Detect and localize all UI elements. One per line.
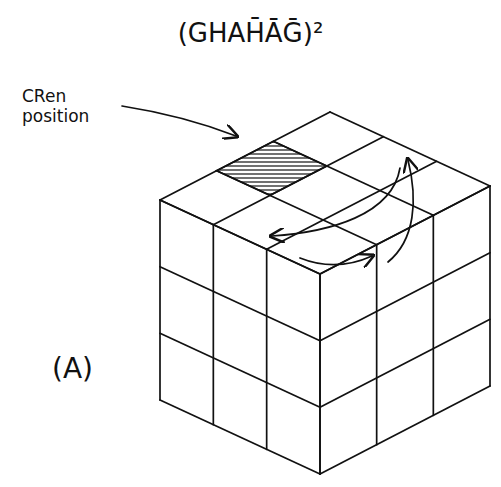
cube-edge xyxy=(266,249,268,449)
cube-edge xyxy=(212,225,214,425)
cube-edge xyxy=(159,200,161,400)
callout-label: CRen position xyxy=(22,86,114,127)
cube-edge xyxy=(330,112,490,186)
cube-edge xyxy=(319,274,321,474)
cube-edge xyxy=(320,386,490,474)
cube-edge xyxy=(320,186,490,274)
cycle-arrow xyxy=(388,160,413,262)
cube-edge xyxy=(160,267,320,341)
shaded-cell xyxy=(217,141,327,195)
cube-edge xyxy=(376,245,378,445)
cube-edge xyxy=(489,186,491,386)
cube-edge xyxy=(160,400,320,474)
leader-arrow xyxy=(122,106,236,136)
formula-title: (GHAH̄ĀḠ)² xyxy=(0,18,501,49)
cycle-arrow xyxy=(300,256,372,265)
cube-edge xyxy=(319,274,321,474)
cube-edge xyxy=(160,333,320,407)
cycle-arrow xyxy=(272,168,400,236)
cube-lines xyxy=(122,106,490,474)
cube-edge xyxy=(320,319,490,407)
figure-label: (A) xyxy=(52,352,132,386)
cube-edge xyxy=(320,253,490,341)
cube-edge xyxy=(432,215,434,415)
